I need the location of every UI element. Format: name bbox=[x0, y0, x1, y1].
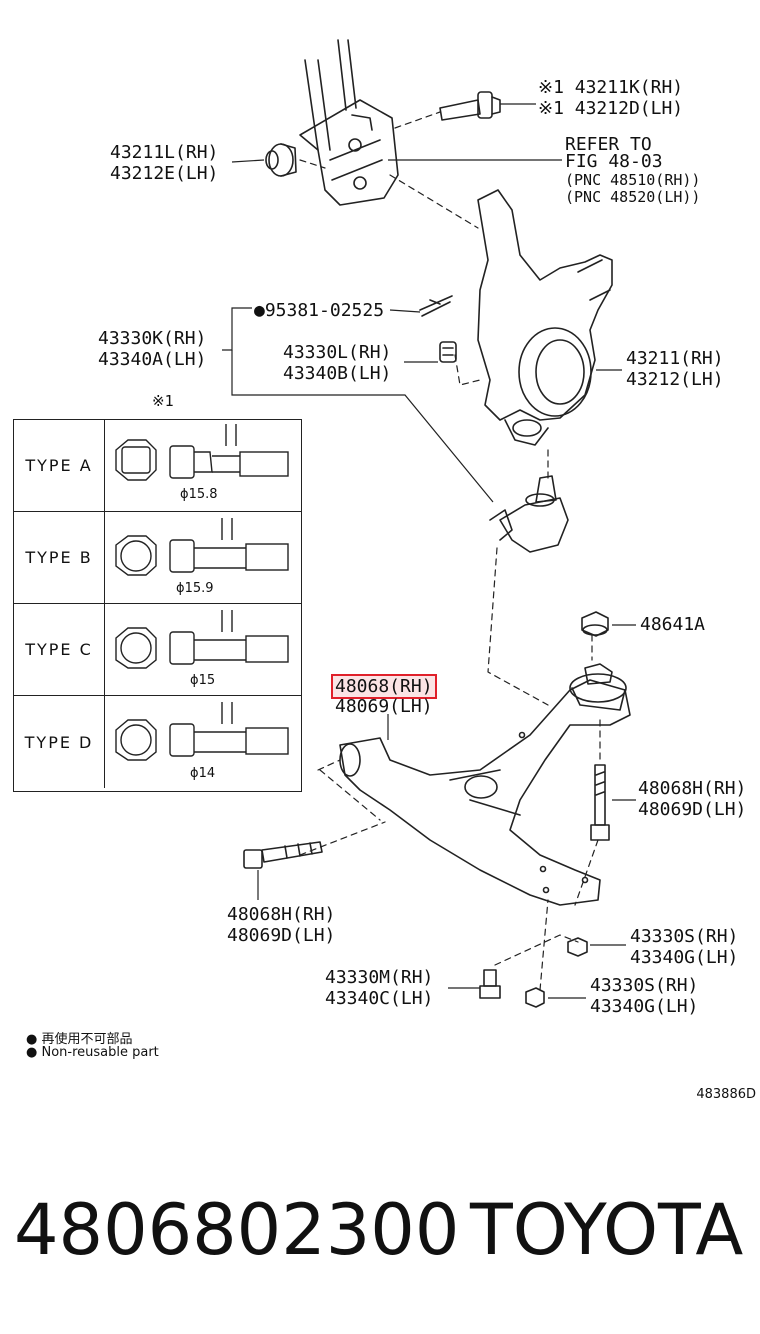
label-pnc-rh: (PNC 48510(RH)) bbox=[565, 171, 701, 189]
label-note-mark: ※1 bbox=[152, 392, 174, 410]
type-a-label: TYPE A bbox=[14, 420, 105, 511]
type-d-bolt-drawing bbox=[115, 702, 289, 761]
type-b-bolt-drawing bbox=[115, 518, 289, 576]
bolt-type-table: TYPE A TYPE B TYPE C TYPE D bbox=[13, 419, 302, 792]
type-d-diameter: ϕ14 bbox=[190, 766, 216, 781]
label-refer-to: REFER TO bbox=[565, 134, 652, 155]
note-non-reusable-jp: ● 再使用不可部品 bbox=[26, 1032, 133, 1047]
lower-control-arm bbox=[339, 663, 631, 906]
label-43211L: 43211L(RH) bbox=[110, 142, 219, 163]
label-43211: 43211(RH) bbox=[626, 348, 724, 369]
cotter-pin bbox=[419, 295, 453, 317]
label-48068H-left: 48068H(RH) bbox=[227, 904, 336, 925]
label-43340A: 43340A(LH) bbox=[98, 349, 207, 370]
bolt-43211K bbox=[439, 91, 501, 121]
type-row-d: TYPE D bbox=[14, 696, 301, 788]
label-48068H-right: 48068H(RH) bbox=[638, 778, 747, 799]
label-43211K: ※1 43211K(RH) bbox=[538, 77, 684, 98]
bolt-43330L bbox=[439, 341, 457, 363]
nut-43330S-a bbox=[567, 937, 588, 957]
label-48641A: 48641A bbox=[640, 614, 706, 635]
type-a-bolt-drawing bbox=[115, 424, 289, 481]
label-pnc-lh: (PNC 48520(LH)) bbox=[565, 188, 701, 206]
label-43340G-b: 43340G(LH) bbox=[590, 996, 699, 1017]
brand-name: TOYOTA bbox=[470, 1189, 744, 1271]
exploded-parts-diagram bbox=[115, 39, 636, 1008]
nut-43211L bbox=[265, 143, 297, 177]
label-43212: 43212(LH) bbox=[626, 369, 724, 390]
type-a-diameter: ϕ15.8 bbox=[180, 487, 218, 502]
nut-48641A bbox=[581, 611, 609, 637]
strut-assembly bbox=[299, 39, 399, 206]
label-48069D-left: 48069D(LH) bbox=[227, 925, 336, 946]
nut-43330S-b bbox=[525, 987, 545, 1008]
part-number: 4806802300 bbox=[14, 1189, 460, 1271]
type-c-diameter: ϕ15 bbox=[190, 673, 216, 688]
label-48068-highlighted[interactable]: 48068(RH) bbox=[331, 674, 437, 699]
label-95381: ●95381-02525 bbox=[254, 300, 385, 321]
label-43330L: 43330L(RH) bbox=[283, 342, 392, 363]
label-43340G-a: 43340G(LH) bbox=[630, 947, 739, 968]
label-43330S-b: 43330S(RH) bbox=[590, 975, 699, 996]
label-48069D-right: 48069D(LH) bbox=[638, 799, 747, 820]
label-43212E: 43212E(LH) bbox=[110, 163, 219, 184]
type-c-bolt-drawing bbox=[115, 610, 289, 669]
type-row-b: TYPE B bbox=[14, 512, 301, 604]
steering-knuckle bbox=[477, 189, 613, 446]
label-43330M: 43330M(RH) bbox=[325, 967, 434, 988]
note-non-reusable-en: ● Non-reusable part bbox=[26, 1045, 159, 1060]
diagram-code: 483886D bbox=[696, 1087, 756, 1102]
label-48069: 48069(LH) bbox=[335, 696, 433, 717]
type-row-a: TYPE A bbox=[14, 420, 301, 512]
label-43330K: 43330K(RH) bbox=[98, 328, 207, 349]
type-c-label: TYPE C bbox=[14, 604, 105, 695]
bolt-48068H-vertical bbox=[590, 764, 610, 841]
label-fig: FIG 48-03 bbox=[565, 151, 663, 172]
bolt-43330M bbox=[479, 969, 501, 999]
bolt-48068H-horizontal bbox=[243, 841, 323, 869]
type-d-label: TYPE D bbox=[14, 696, 105, 788]
label-43330S-a: 43330S(RH) bbox=[630, 926, 739, 947]
type-b-diameter: ϕ15.9 bbox=[176, 581, 214, 596]
label-43340C: 43340C(LH) bbox=[325, 988, 434, 1009]
type-row-c: TYPE C bbox=[14, 604, 301, 696]
label-43212D: ※1 43212D(LH) bbox=[538, 98, 684, 119]
type-b-label: TYPE B bbox=[14, 512, 105, 603]
ball-joint bbox=[489, 475, 569, 553]
label-43340B: 43340B(LH) bbox=[283, 363, 392, 384]
